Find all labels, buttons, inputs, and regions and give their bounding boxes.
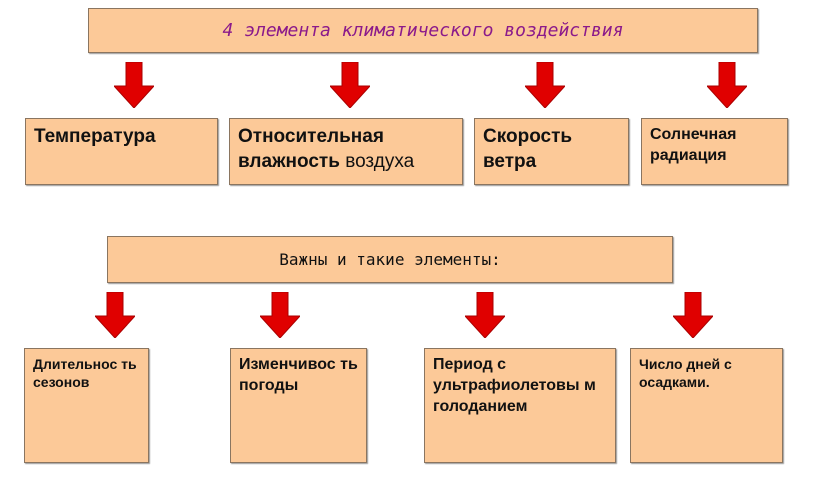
element-weather-variability: Изменчивос ть погоды (230, 348, 367, 463)
element-label: Относительная влажность (238, 126, 384, 172)
element-label: Период с ультрафиолетовы м голоданием (433, 356, 596, 415)
arrow-down-icon (95, 292, 135, 338)
element-label-suffix: воздуха (345, 150, 415, 172)
arrow-down-icon (707, 62, 747, 108)
element-temperature: Температура (25, 118, 218, 185)
arrow-down-icon (673, 292, 713, 338)
element-wind-speed: Скорость ветра (474, 118, 629, 185)
element-label: Температура (34, 126, 156, 147)
element-label: Солнечная радиация (650, 126, 737, 164)
element-season-duration: Длительнос ть сезонов (24, 348, 149, 463)
arrow-down-icon (330, 62, 370, 108)
main-title: 4 элемента климатического воздействия (222, 20, 624, 41)
arrow-down-icon (114, 62, 154, 108)
element-precipitation-days: Число дней с осадками. (630, 348, 783, 463)
element-label: Длительнос ть сезонов (33, 356, 137, 391)
arrow-down-icon (465, 292, 505, 338)
element-label: Число дней с осадками. (639, 356, 732, 391)
element-solar-radiation: Солнечная радиация (641, 118, 788, 185)
element-humidity: Относительная влажность воздуха (229, 118, 463, 185)
secondary-title-box: Важны и такие элементы: (107, 236, 673, 283)
main-title-box: 4 элемента климатического воздействия (88, 8, 758, 53)
element-uv-starvation: Период с ультрафиолетовы м голоданием (424, 348, 616, 463)
arrow-down-icon (260, 292, 300, 338)
secondary-title: Важны и такие элементы: (279, 250, 501, 269)
arrow-down-icon (525, 62, 565, 108)
element-label: Изменчивос ть погоды (239, 356, 358, 394)
element-label: Скорость ветра (483, 126, 573, 172)
